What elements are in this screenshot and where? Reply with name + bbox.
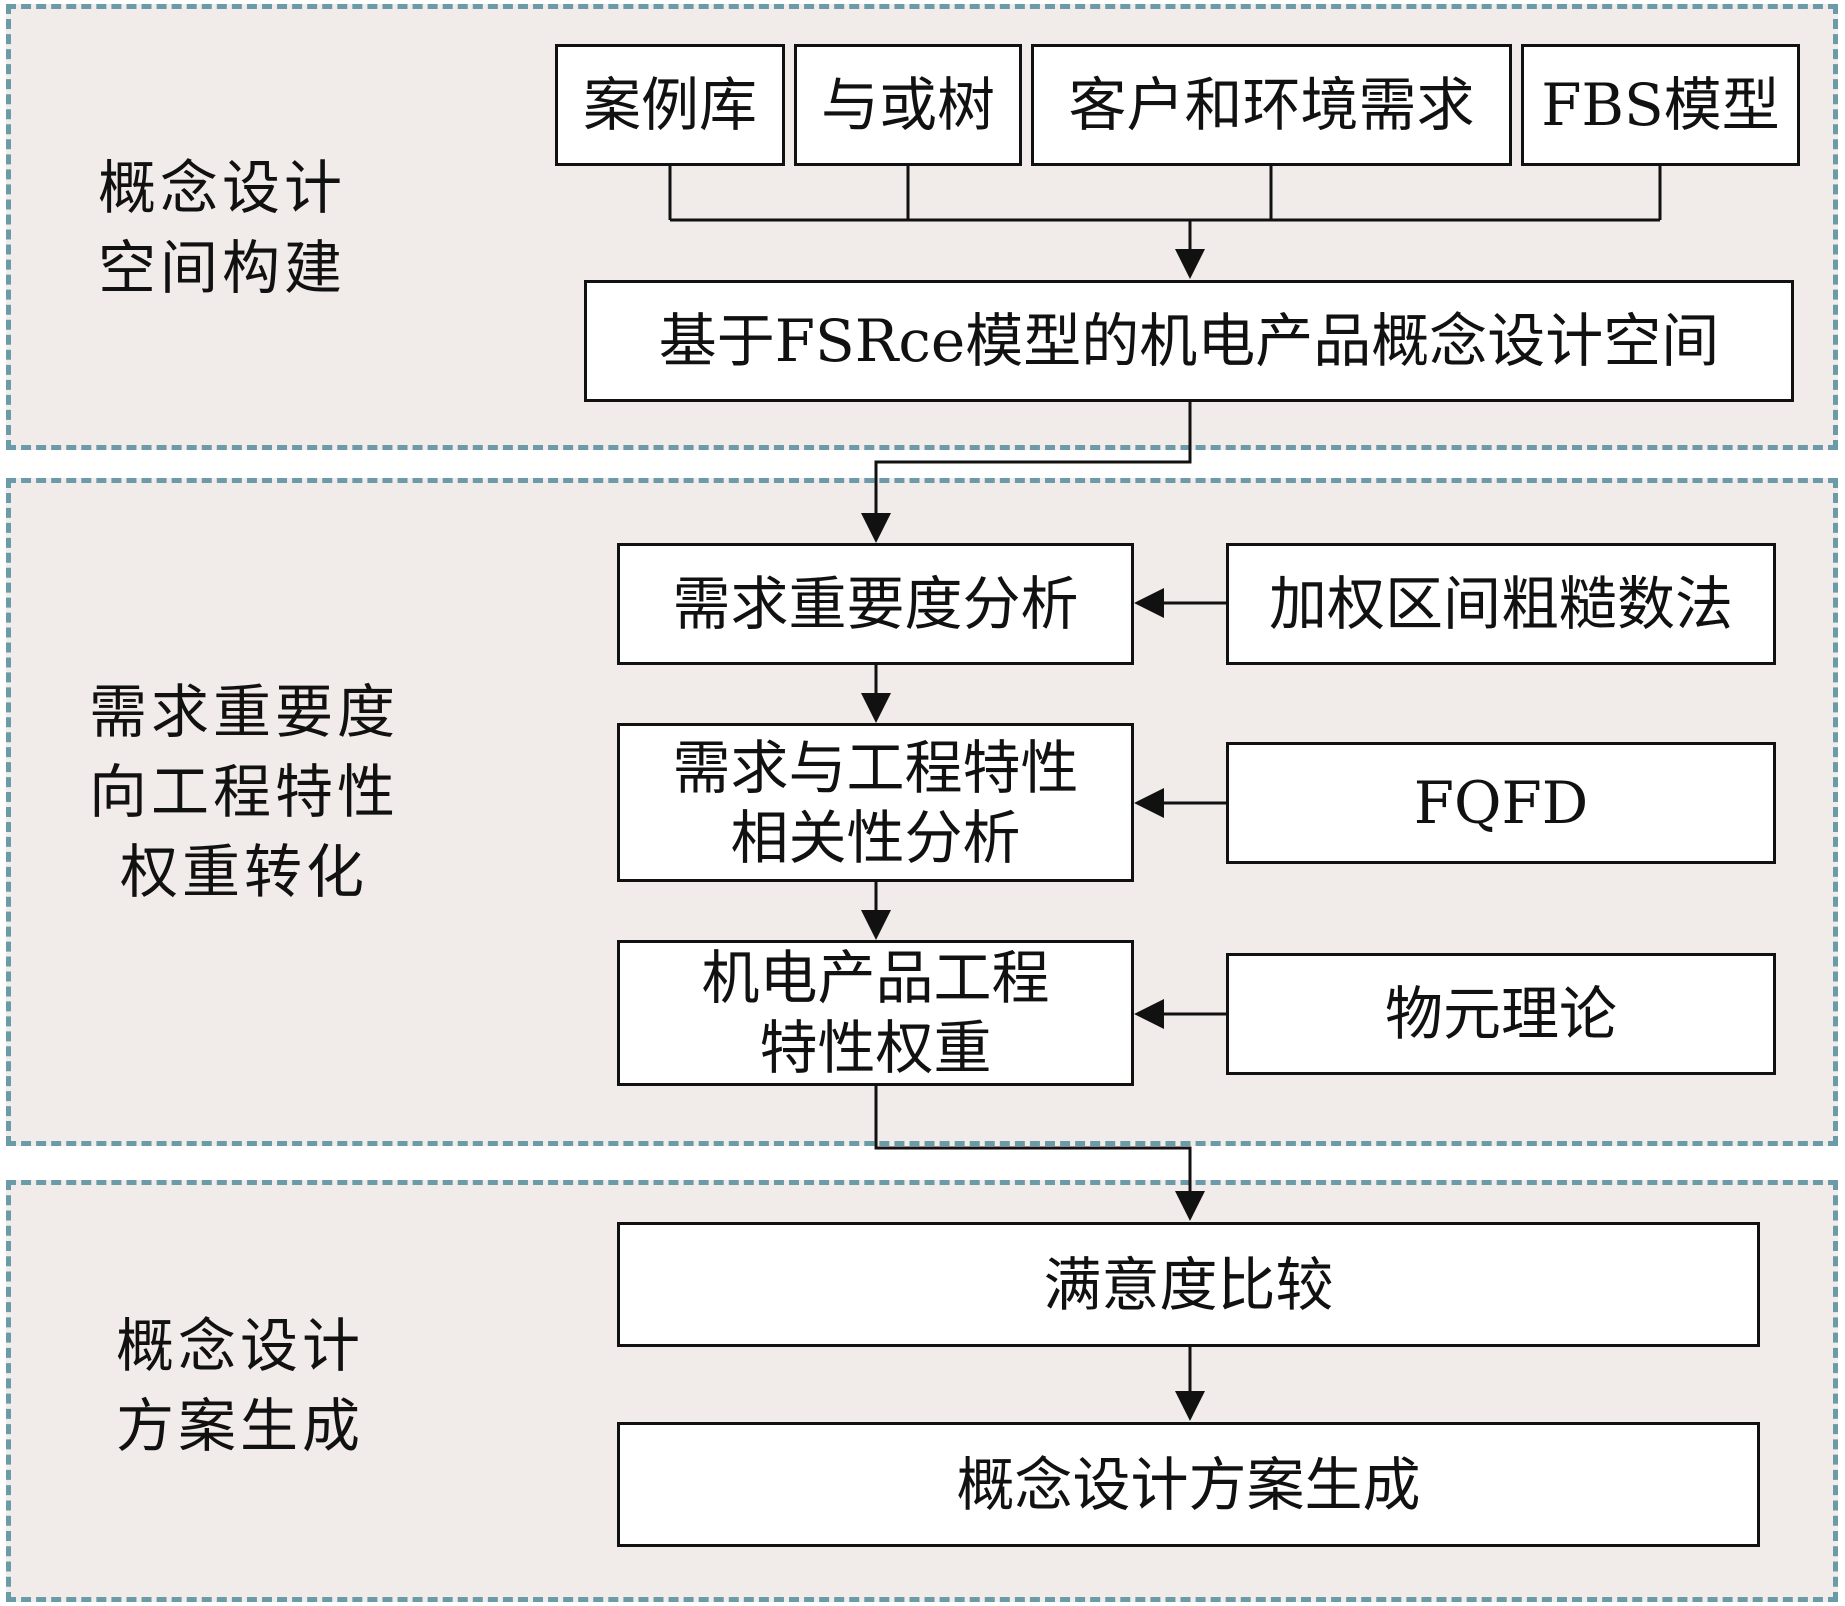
label-line: 权重转化	[119, 838, 368, 906]
node-label: 概念设计方案生成	[956, 1450, 1421, 1519]
label-line: 概念设计	[115, 1312, 364, 1380]
node-label-line: 需求与工程特性	[672, 733, 1079, 802]
section-label-generation: 概念设计 方案生成	[100, 1306, 380, 1466]
node-correlation-analysis: 需求与工程特性 相关性分析	[617, 723, 1134, 882]
node-satisfaction: 满意度比较	[617, 1222, 1760, 1347]
node-design-space: 基于FSRce模型的机电产品概念设计空间	[584, 280, 1794, 402]
node-label: 客户和环境需求	[1068, 71, 1475, 139]
node-case-library: 案例库	[555, 44, 785, 166]
node-label: 基于FSRce模型的机电产品概念设计空间	[658, 307, 1720, 375]
node-label: 案例库	[582, 71, 757, 139]
node-weighted-interval-rough: 加权区间粗糙数法	[1226, 543, 1776, 665]
label-line: 空间构建	[97, 234, 346, 302]
node-and-or-tree: 与或树	[794, 44, 1022, 166]
node-label: 需求重要度分析	[672, 570, 1079, 638]
node-label: 加权区间粗糙数法	[1268, 570, 1733, 638]
node-fbs-model: FBS模型	[1521, 44, 1800, 166]
node-engineering-weight: 机电产品工程 特性权重	[617, 940, 1134, 1086]
node-label: FQFD	[1413, 769, 1589, 837]
label-line: 概念设计	[97, 154, 346, 222]
section-label-construction: 概念设计 空间构建	[82, 148, 362, 308]
label-line: 需求重要度	[88, 678, 399, 746]
node-label-line: 机电产品工程	[701, 944, 1050, 1012]
node-label-line: 特性权重	[759, 1014, 992, 1082]
label-line: 方案生成	[115, 1392, 364, 1460]
section-label-conversion: 需求重要度 向工程特性 权重转化	[74, 672, 414, 912]
node-requirement-importance: 需求重要度分析	[617, 543, 1134, 665]
label-line: 向工程特性	[88, 758, 399, 826]
node-fqfd: FQFD	[1226, 742, 1776, 864]
node-scheme-generation: 概念设计方案生成	[617, 1422, 1760, 1547]
node-label: 物元理论	[1384, 980, 1617, 1048]
node-matter-element: 物元理论	[1226, 953, 1776, 1075]
node-label: 与或树	[820, 71, 995, 139]
node-label-line: 相关性分析	[730, 803, 1021, 872]
node-label: 满意度比较	[1043, 1250, 1334, 1319]
node-customer-env-requirements: 客户和环境需求	[1031, 44, 1512, 166]
node-label: FBS模型	[1541, 71, 1780, 139]
